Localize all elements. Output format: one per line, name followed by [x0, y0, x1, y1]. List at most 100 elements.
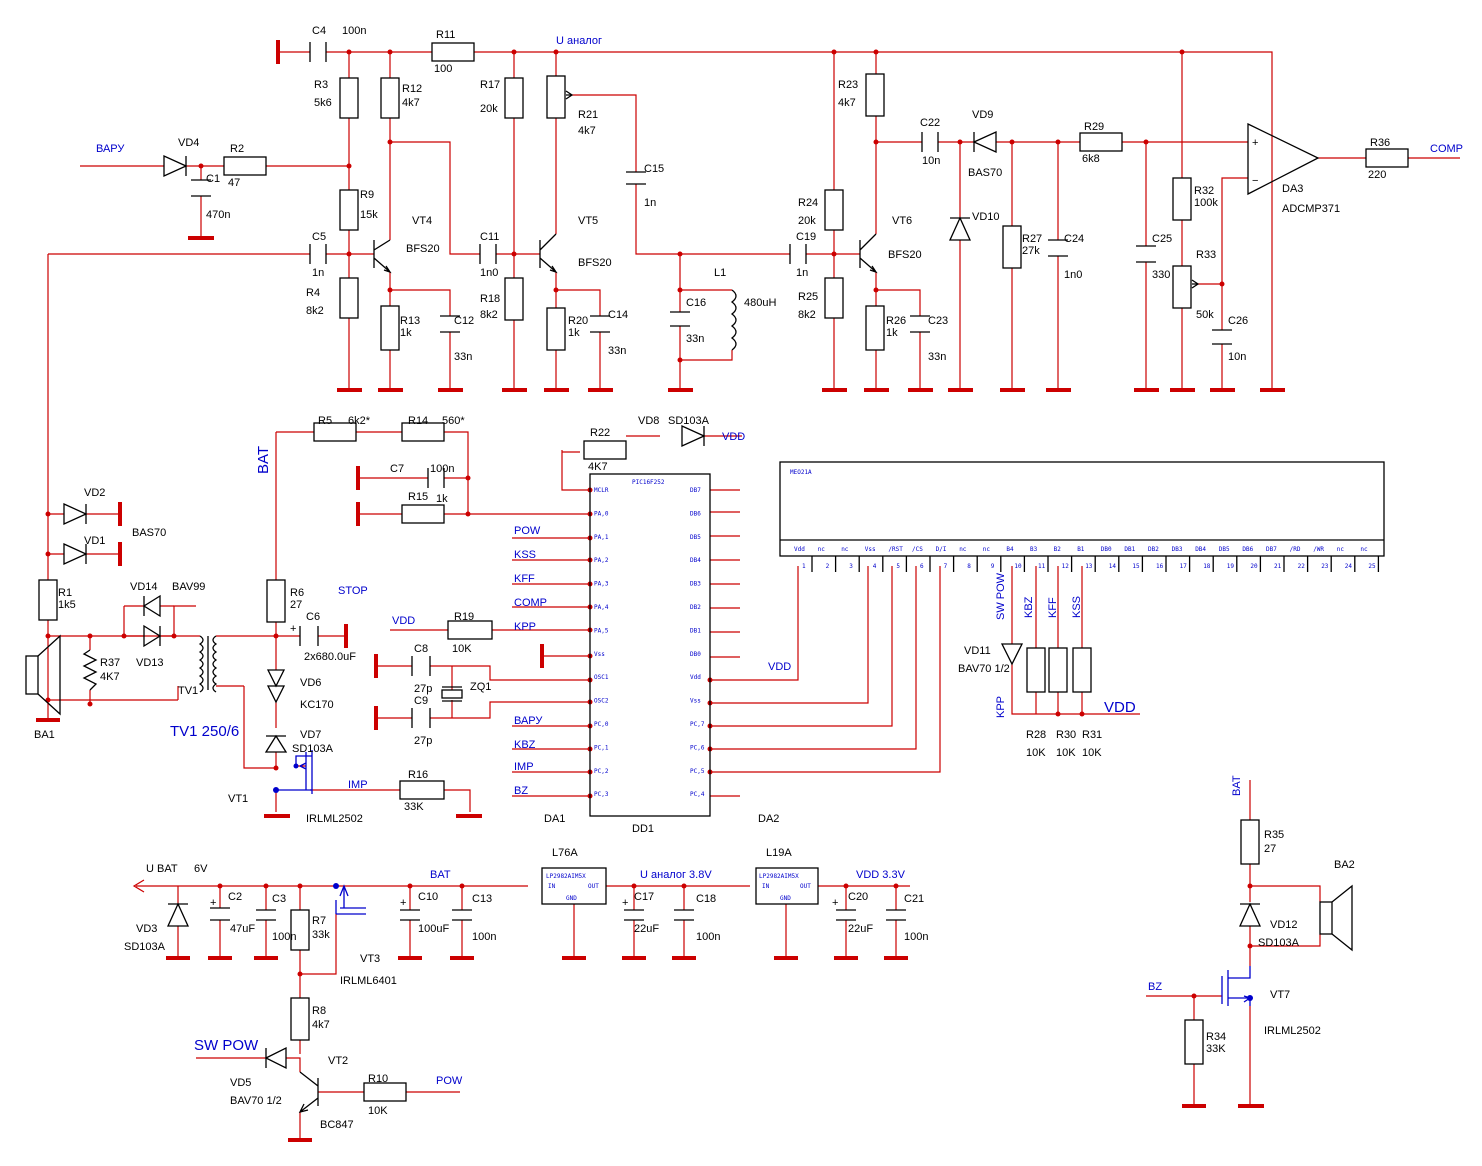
label-swpow2: SW POW — [194, 1037, 259, 1054]
label-v33k_r16: 33K — [404, 801, 424, 813]
label-r13: R13 — [400, 315, 420, 327]
mcu-left-pin-labels: MCLRPA,0PA,1PA,2PA,3PA,4PA,5VssOSC1OSC2P… — [594, 487, 609, 798]
mcu-pins: PIC16F252 — [632, 479, 665, 486]
label-kc170: KC170 — [300, 699, 334, 711]
label-v50k: 50k — [1196, 309, 1214, 321]
label-bz1: BZ — [514, 785, 528, 797]
label-v20k_r24: 20k — [798, 215, 816, 227]
label-v1n0_c11: 1n0 — [480, 267, 498, 279]
label-c5: C5 — [312, 231, 326, 243]
label-vt2: VT2 — [328, 1055, 348, 1067]
mcu-pin-right: DB5 — [690, 534, 701, 541]
lcd-pin-label: /WR — [1313, 546, 1324, 553]
label-sd103a_12: SD103A — [1258, 937, 1300, 949]
mcu-pin-right: PC,6 — [690, 744, 705, 751]
lcd-pin-number: 19 — [1227, 563, 1235, 570]
label-v220: 220 — [1368, 169, 1386, 181]
mcu-pin-left: PC,0 — [594, 721, 609, 728]
label-v27_r6: 27 — [290, 599, 302, 611]
label-v1k_r13: 1k — [400, 327, 412, 339]
label-sd103a_7: SD103A — [292, 743, 334, 755]
label-r24: R24 — [798, 197, 818, 209]
label-r1: R1 — [58, 587, 72, 599]
label-v100: 100 — [434, 63, 452, 75]
label-v1k_r15: 1k — [436, 493, 448, 505]
opamp-plus: + — [1252, 137, 1258, 149]
label-l19a: L19A — [766, 847, 792, 859]
label-imp1: IMP — [348, 779, 368, 791]
label-vdd1: VDD — [722, 431, 745, 443]
label-c3: C3 — [272, 893, 286, 905]
label-da2: DA2 — [758, 813, 779, 825]
label-v100n_c3: 100n — [272, 931, 296, 943]
label-vdd2: VDD — [392, 615, 415, 627]
label-vd8: VD8 — [638, 415, 659, 427]
label-v27p_c8: 27p — [414, 683, 432, 695]
mcu-pin-left: OSC1 — [594, 674, 609, 681]
lcd-pin-number: 12 — [1062, 563, 1070, 570]
label-kff1: KFF — [514, 573, 535, 585]
lcd-pin-label: DB6 — [1242, 546, 1253, 553]
label-v1k_r26: 1k — [886, 327, 898, 339]
lcd-pin-label: nc — [983, 546, 991, 553]
mcu-pin-right: DB0 — [690, 651, 701, 658]
l76a-part: LP2982AIM5X — [546, 873, 586, 880]
label-vt7: VT7 — [1270, 989, 1290, 1001]
label-r9: R9 — [360, 189, 374, 201]
lcd-pin-number: 5 — [896, 563, 900, 570]
label-r20: R20 — [568, 315, 588, 327]
label-v4k7_r21: 4k7 — [578, 125, 596, 137]
lcd-pin-label: B2 — [1054, 546, 1062, 553]
label-vd2: VD2 — [84, 487, 105, 499]
label-v8k2_r18: 8k2 — [480, 309, 498, 321]
label-r30: R30 — [1056, 729, 1076, 741]
label-v8k2_r4: 8k2 — [306, 305, 324, 317]
mcu-body — [589, 473, 711, 817]
label-v33n_c12: 33n — [454, 351, 472, 363]
label-c26: C26 — [1228, 315, 1248, 327]
label-r27: R27 — [1022, 233, 1042, 245]
label-r21: R21 — [578, 109, 598, 121]
lcd-pin-number: 10 — [1014, 563, 1022, 570]
label-vdd33: VDD 3.3V — [856, 869, 906, 881]
label-v100uf: 100uF — [418, 923, 449, 935]
l19a-gnd: GND — [780, 895, 791, 902]
c6-plus: + — [290, 623, 296, 635]
label-c8: C8 — [414, 643, 428, 655]
label-v33k_r34: 33K — [1206, 1043, 1226, 1055]
mcu-pin-left: PA,1 — [594, 534, 609, 541]
label-vt4: VT4 — [412, 215, 432, 227]
mcu-pin-right: Vdd — [690, 674, 701, 681]
lcd-pin-number: 8 — [967, 563, 971, 570]
label-r28: R28 — [1026, 729, 1046, 741]
label-c13: C13 — [472, 893, 492, 905]
label-dd1: DD1 — [632, 823, 654, 835]
lcd-name: MEO21A — [790, 469, 812, 476]
wires — [47, 51, 1460, 1140]
label-v4k7_r37: 4K7 — [100, 671, 120, 683]
mcu-pin-left: OSC2 — [594, 698, 609, 705]
label-c22: C22 — [920, 117, 940, 129]
lcd-pin-label: D/I — [936, 546, 947, 553]
label-v47: 47 — [228, 177, 240, 189]
label-v10n_c22: 10n — [922, 155, 940, 167]
lcd-pin-label: DB4 — [1195, 546, 1206, 553]
label-bfs20_6: BFS20 — [888, 249, 922, 261]
label-v560s: 560* — [442, 415, 465, 427]
label-vd13: VD13 — [136, 657, 164, 669]
label-v1k5: 1k5 — [58, 599, 76, 611]
label-c20: C20 — [848, 891, 868, 903]
label-v100n_c7: 100n — [430, 463, 454, 475]
label-l76a: L76A — [552, 847, 578, 859]
lcd-pin-number: 17 — [1180, 563, 1188, 570]
l76a-in: IN — [548, 883, 556, 890]
label-r23: R23 — [838, 79, 858, 91]
label-vdd4: VDD — [1104, 699, 1136, 716]
label-r26: R26 — [886, 315, 906, 327]
label-v100n_c4: 100n — [342, 25, 366, 37]
label-r22: R22 — [590, 427, 610, 439]
